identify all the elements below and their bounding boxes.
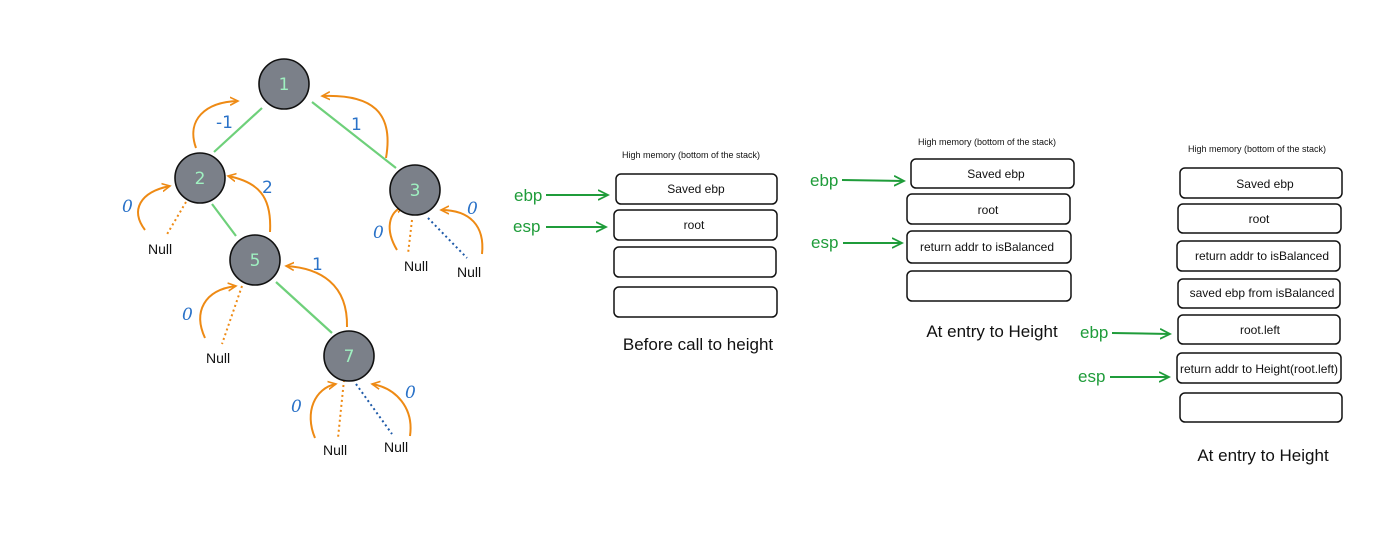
- stack-slot: saved ebp from isBalanced: [1177, 278, 1341, 309]
- zero-label-5-left: 0: [182, 305, 193, 325]
- svg-text:5: 5: [250, 251, 261, 271]
- esp-pointer-label: esp: [1078, 367, 1105, 386]
- stack-slot: return addr to isBalanced: [906, 230, 1072, 264]
- balance-label-5-to-2: 2: [262, 178, 273, 198]
- tree-node-3: 3: [389, 164, 441, 216]
- null-link-3-right: [427, 217, 468, 259]
- svg-text:root: root: [978, 203, 999, 217]
- null-link-3-left: [407, 219, 413, 255]
- stack-slot: root: [906, 193, 1071, 225]
- stack-slot: [1179, 392, 1343, 423]
- stack-slot: root: [613, 209, 778, 241]
- null-link-2-left: [165, 201, 187, 237]
- ebp-pointer-arrow: [1111, 333, 1170, 334]
- zero-label-7-left: 0: [291, 397, 302, 417]
- svg-text:2: 2: [195, 169, 206, 189]
- ebp-pointer-label: ebp: [514, 186, 542, 205]
- stack-caption: At entry to Height: [926, 322, 1058, 341]
- return-arrow-3-to-1: [322, 96, 389, 159]
- stack-slot: Saved ebp: [910, 158, 1075, 189]
- svg-text:return addr to isBalanced: return addr to isBalanced: [920, 240, 1054, 254]
- stack-slot: root.left: [1177, 314, 1341, 345]
- stack-caption: At entry to Height: [1197, 446, 1329, 465]
- zero-label-7-right: 0: [405, 383, 416, 403]
- stack-slot: [906, 270, 1072, 302]
- high-memory-label: High memory (bottom of the stack): [1188, 144, 1326, 154]
- stack-slot: root: [1177, 203, 1342, 234]
- stack-caption: Before call to height: [623, 335, 774, 354]
- esp-pointer-label: esp: [513, 217, 540, 236]
- svg-text:return addr to isBalanced: return addr to isBalanced: [1195, 249, 1329, 263]
- null-label-7-right: Null: [384, 439, 408, 455]
- tree-node-2: 2: [174, 152, 226, 204]
- svg-text:root.left: root.left: [1240, 323, 1281, 337]
- null-label-3-left: Null: [404, 258, 428, 274]
- stack-slot: [613, 286, 778, 318]
- svg-text:3: 3: [410, 181, 421, 201]
- tree-edge-2-5: [211, 203, 237, 237]
- tree-edge-5-7: [275, 281, 333, 334]
- zero-label-3-right: 0: [467, 199, 478, 219]
- high-memory-label: High memory (bottom of the stack): [622, 150, 760, 160]
- null-label-5-left: Null: [206, 350, 230, 366]
- null-arrow-3-right: [441, 210, 484, 255]
- svg-text:saved ebp from isBalanced: saved ebp from isBalanced: [1190, 286, 1335, 300]
- svg-text:Saved ebp: Saved ebp: [667, 182, 725, 196]
- stack-slot: Saved ebp: [615, 173, 778, 205]
- null-arrow-7-right: [372, 384, 412, 437]
- null-link-5-left: [221, 285, 243, 345]
- tree-edge-1-3: [311, 101, 397, 169]
- ebp-pointer-label: ebp: [810, 171, 838, 190]
- tree-node-1: 1: [258, 58, 310, 110]
- zero-label-3-left: 0: [373, 223, 384, 243]
- balance-label-2-to-1: -1: [216, 113, 233, 133]
- stack-slot: return addr to isBalanced: [1176, 240, 1341, 272]
- return-arrow-7-to-5: [286, 266, 349, 328]
- esp-pointer-label: esp: [811, 233, 838, 252]
- return-arrow-2-to-1: [192, 101, 238, 149]
- stack-before-call: High memory (bottom of the stack) Saved …: [513, 150, 778, 354]
- null-label-2-left: Null: [148, 241, 172, 257]
- null-arrow-7-left: [309, 384, 336, 439]
- null-label-3-right: Null: [457, 264, 481, 280]
- svg-text:root: root: [684, 218, 705, 232]
- svg-text:root: root: [1249, 212, 1270, 226]
- stack-slot: return addr to Height(root.left): [1176, 352, 1342, 384]
- stack-slot: [613, 246, 777, 278]
- null-arrow-5-left: [199, 286, 236, 339]
- ebp-pointer-label: ebp: [1080, 323, 1108, 342]
- null-arrow-2-left: [137, 186, 170, 231]
- null-label-7-left: Null: [323, 442, 347, 458]
- tree-edge-1-2: [213, 107, 263, 153]
- svg-text:Saved ebp: Saved ebp: [967, 167, 1025, 181]
- high-memory-label: High memory (bottom of the stack): [918, 137, 1056, 147]
- stack-slot: Saved ebp: [1179, 167, 1343, 199]
- stack-entry-height-1: High memory (bottom of the stack) Saved …: [810, 137, 1075, 341]
- stack-entry-height-2: High memory (bottom of the stack) Saved …: [1078, 144, 1343, 465]
- tree-node-7: 7: [323, 330, 375, 382]
- balance-label-3-to-1: 1: [351, 115, 362, 135]
- null-link-7-left: [337, 379, 345, 439]
- ebp-pointer-arrow: [841, 180, 904, 181]
- svg-text:return addr to Height(root.lef: return addr to Height(root.left): [1180, 362, 1338, 376]
- null-link-7-right: [355, 383, 393, 435]
- svg-text:7: 7: [344, 347, 355, 367]
- svg-text:1: 1: [279, 75, 290, 95]
- balance-label-7-to-5: 1: [312, 255, 323, 275]
- binary-tree: 1 2 3 5 7 -1 1 2 1 0 0 0 0 0 0 Null N: [122, 58, 484, 458]
- svg-text:Saved ebp: Saved ebp: [1236, 177, 1294, 191]
- zero-label-2-left: 0: [122, 197, 133, 217]
- tree-node-5: 5: [229, 234, 281, 286]
- null-arrow-3-left: [388, 206, 404, 251]
- return-arrow-5-to-2: [228, 176, 272, 233]
